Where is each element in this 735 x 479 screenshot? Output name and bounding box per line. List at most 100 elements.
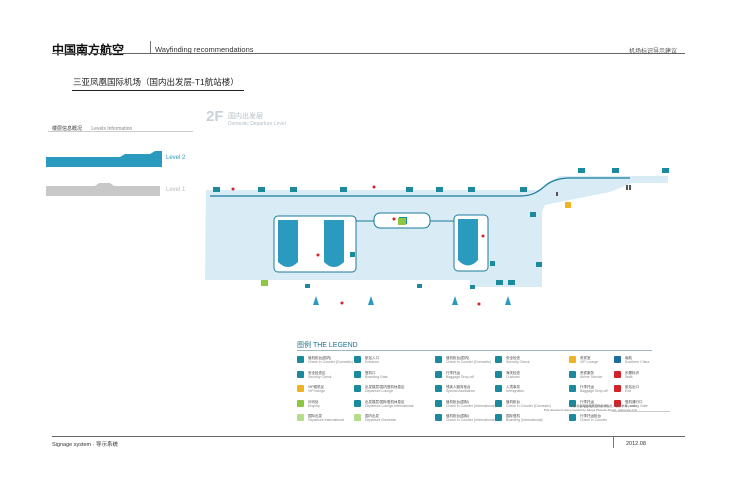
- legend-label-cn: 问讯处: [308, 399, 319, 404]
- levels-title-cn: 楼层信息概况: [52, 126, 83, 132]
- legend-label-en: Departure International: [308, 418, 344, 422]
- legend-label-cn: 国际出发: [308, 414, 322, 418]
- gate-icon: [354, 370, 361, 378]
- baggage2-icon: [569, 385, 576, 392]
- level2-shape[interactable]: [46, 151, 162, 167]
- lounge-intl-icon: [354, 399, 361, 407]
- csair-icon: [614, 356, 621, 363]
- legend-label-en: Security Check: [308, 374, 332, 379]
- footer-rule: [52, 436, 685, 437]
- level1-shape[interactable]: [46, 183, 160, 196]
- main-corridor: [210, 177, 630, 197]
- legend-label-cn: 行李托运: [446, 370, 460, 375]
- legend-label-en: VIP lounge: [308, 389, 326, 393]
- legend-item: 值机柜台(国内)Check in Counter (Domestic): [297, 356, 377, 364]
- level1-label[interactable]: Level 1: [166, 187, 186, 193]
- legend-label-en: Departure Lounge International: [365, 403, 414, 408]
- legend-label-en: Check in Counter (Domestic): [308, 360, 353, 364]
- legend-label-cn: 出发楼层/国际登机休息区: [365, 399, 405, 404]
- intl-departure-icon: [297, 414, 304, 421]
- intl-boarding-icon: [495, 414, 502, 421]
- boarding-gates[interactable]: [313, 296, 511, 305]
- legend-label-cn: 南航: [625, 356, 632, 360]
- legend-label-cn: 国际登机: [506, 414, 520, 418]
- source-note: 本资料由海南凤凰国际机场提供，仅供参考，2012 This document w…: [543, 404, 637, 412]
- legend-label-cn: 行李托运: [580, 399, 594, 404]
- legend-label-en: Boarding Gate: [365, 374, 388, 379]
- source-rule: [612, 411, 670, 412]
- info-marker: [261, 280, 268, 286]
- exit-icon: [614, 385, 621, 392]
- legend-label-en: Check in Counter (International): [446, 418, 496, 422]
- immigration-icon: [495, 385, 502, 392]
- legend-label-cn: 值机柜台(国际): [446, 399, 470, 404]
- checkin2-icon: [435, 356, 442, 363]
- checkin-island-right[interactable]: [453, 214, 489, 272]
- legend-label-en: Airline Service: [580, 374, 603, 379]
- checkin-icon: [297, 356, 304, 363]
- disability-icon: [435, 385, 442, 392]
- floor-name-cn: 国内出发层: [228, 113, 263, 120]
- header-divider: [150, 41, 151, 53]
- legend-label-cn: 出发楼层/国内登机休息区: [365, 385, 405, 389]
- baggage-icon: [435, 370, 442, 378]
- legend-label-cn: 行李托运: [580, 385, 594, 389]
- legend-label-en: Security Check: [506, 360, 530, 364]
- legend-label-cn: 行李托运柜台: [580, 414, 601, 418]
- legend-label: 值机柜台(国际)Check in Counter (International): [446, 414, 496, 422]
- legend-label-en: Departure Lounge: [365, 389, 394, 393]
- customs-icon: [495, 370, 502, 378]
- boarding-gate-icon: [614, 399, 621, 407]
- legend-label-en: Baggage Drop-off: [580, 389, 608, 393]
- levels-title: 楼层信息概况 Levels Information: [52, 125, 132, 132]
- security2-icon: [495, 356, 502, 363]
- legend-label: 值机柜台(国际)Check in Counter (International): [446, 400, 496, 408]
- legend-title: 图例 THE LEGEND: [297, 342, 358, 349]
- legend-label-cn: 步履标识: [625, 370, 639, 375]
- lounge-icon: [354, 385, 361, 392]
- legend-label-cn: 海关检查: [506, 370, 520, 375]
- legend-label-cn: 值机柜台: [506, 399, 520, 404]
- legend-label-cn: 值机柜台(国际): [446, 414, 470, 418]
- legend-label-en: Check in Counter (International): [446, 403, 496, 408]
- checkin-island-left[interactable]: [273, 215, 357, 273]
- walk-icon: [614, 370, 621, 378]
- legend-label: 值机柜台(国内)Check in Counter (Domestic): [446, 356, 491, 364]
- level2-label[interactable]: Level 2: [166, 155, 186, 161]
- airline-icon: [569, 370, 576, 378]
- legend-label-cn: VIP候机区: [308, 385, 325, 389]
- levels-rule: [48, 131, 193, 132]
- header-right-label: 机场标识导示建议: [628, 49, 677, 55]
- checkin3-icon: [495, 399, 502, 407]
- vip2-icon: [569, 356, 576, 363]
- legend-label-en: Boarding Gate: [625, 403, 648, 408]
